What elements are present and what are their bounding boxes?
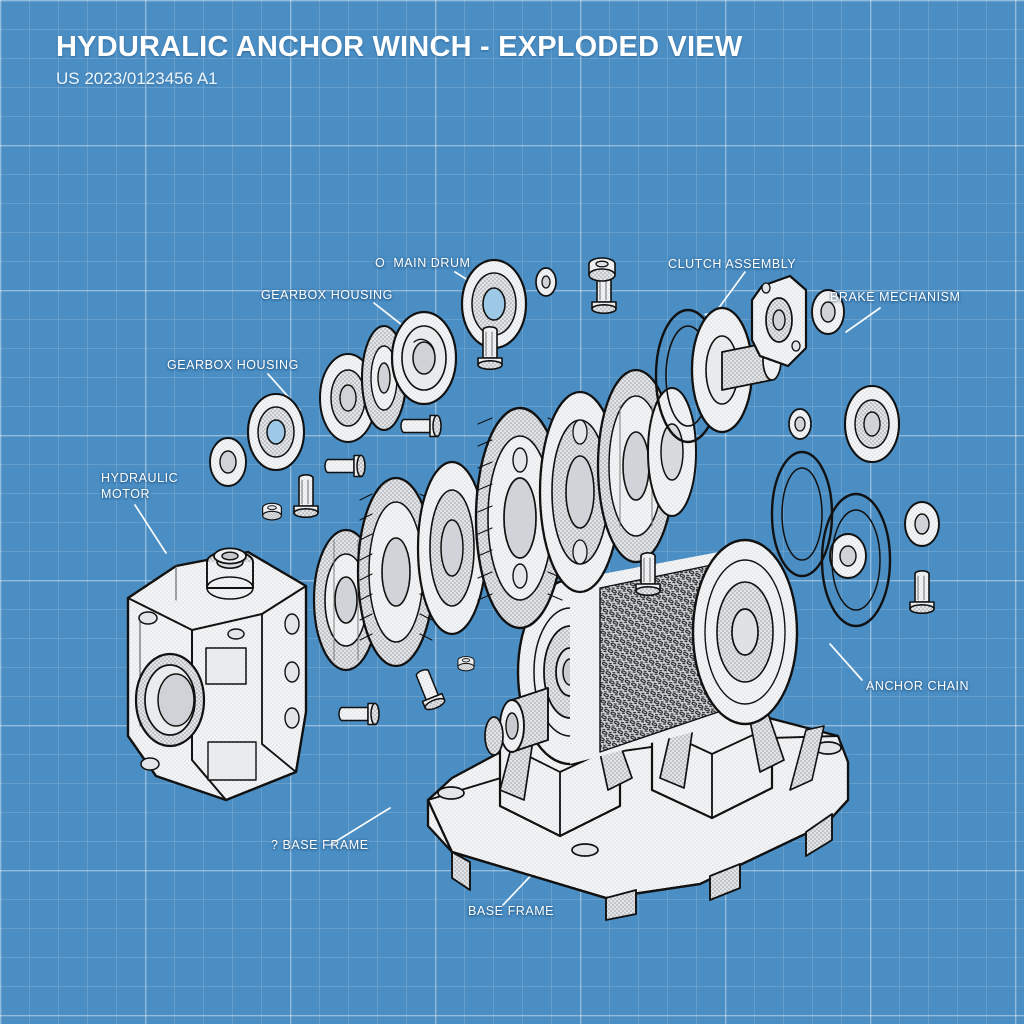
page-title: HYDURALIC ANCHOR WINCH - EXPLODED VIEW xyxy=(56,31,743,63)
callout-gearbox-housing-1[interactable]: GEARBOX HOUSING xyxy=(261,288,393,302)
callout-main-drum[interactable]: O MAIN DRUM xyxy=(375,256,471,270)
detail-marks xyxy=(747,833,787,855)
hydraulic-motor-housing xyxy=(126,547,308,802)
callout-brake-mechanism[interactable]: BRAKE MECHANISM xyxy=(830,290,961,304)
base-frame-part xyxy=(426,695,850,921)
winch-drum-assembly xyxy=(484,538,799,766)
callout-base-frame-1[interactable]: ? BASE FRAME xyxy=(271,838,369,852)
callout-gearbox-housing-2[interactable]: GEARBOX HOUSING xyxy=(167,358,299,372)
callout-clutch-assembly[interactable]: CLUTCH ASSEMBLY xyxy=(668,257,797,271)
title-block: HYDURALIC ANCHOR WINCH - EXPLODED VIEW U… xyxy=(56,32,742,89)
bearings-and-seals xyxy=(209,258,940,579)
callout-anchor-chain[interactable]: ANCHOR CHAIN xyxy=(866,679,970,693)
gear-train-cluster xyxy=(312,310,697,672)
callout-base-frame-2[interactable]: BASE FRAME xyxy=(468,904,555,918)
callout-hydraulic-motor[interactable]: HYDRAULIC MOTOR xyxy=(101,471,179,501)
patent-number: US 2023/0123456 A1 xyxy=(56,69,218,89)
clutch-pack xyxy=(596,368,697,564)
brake-mechanism-part xyxy=(654,274,892,628)
